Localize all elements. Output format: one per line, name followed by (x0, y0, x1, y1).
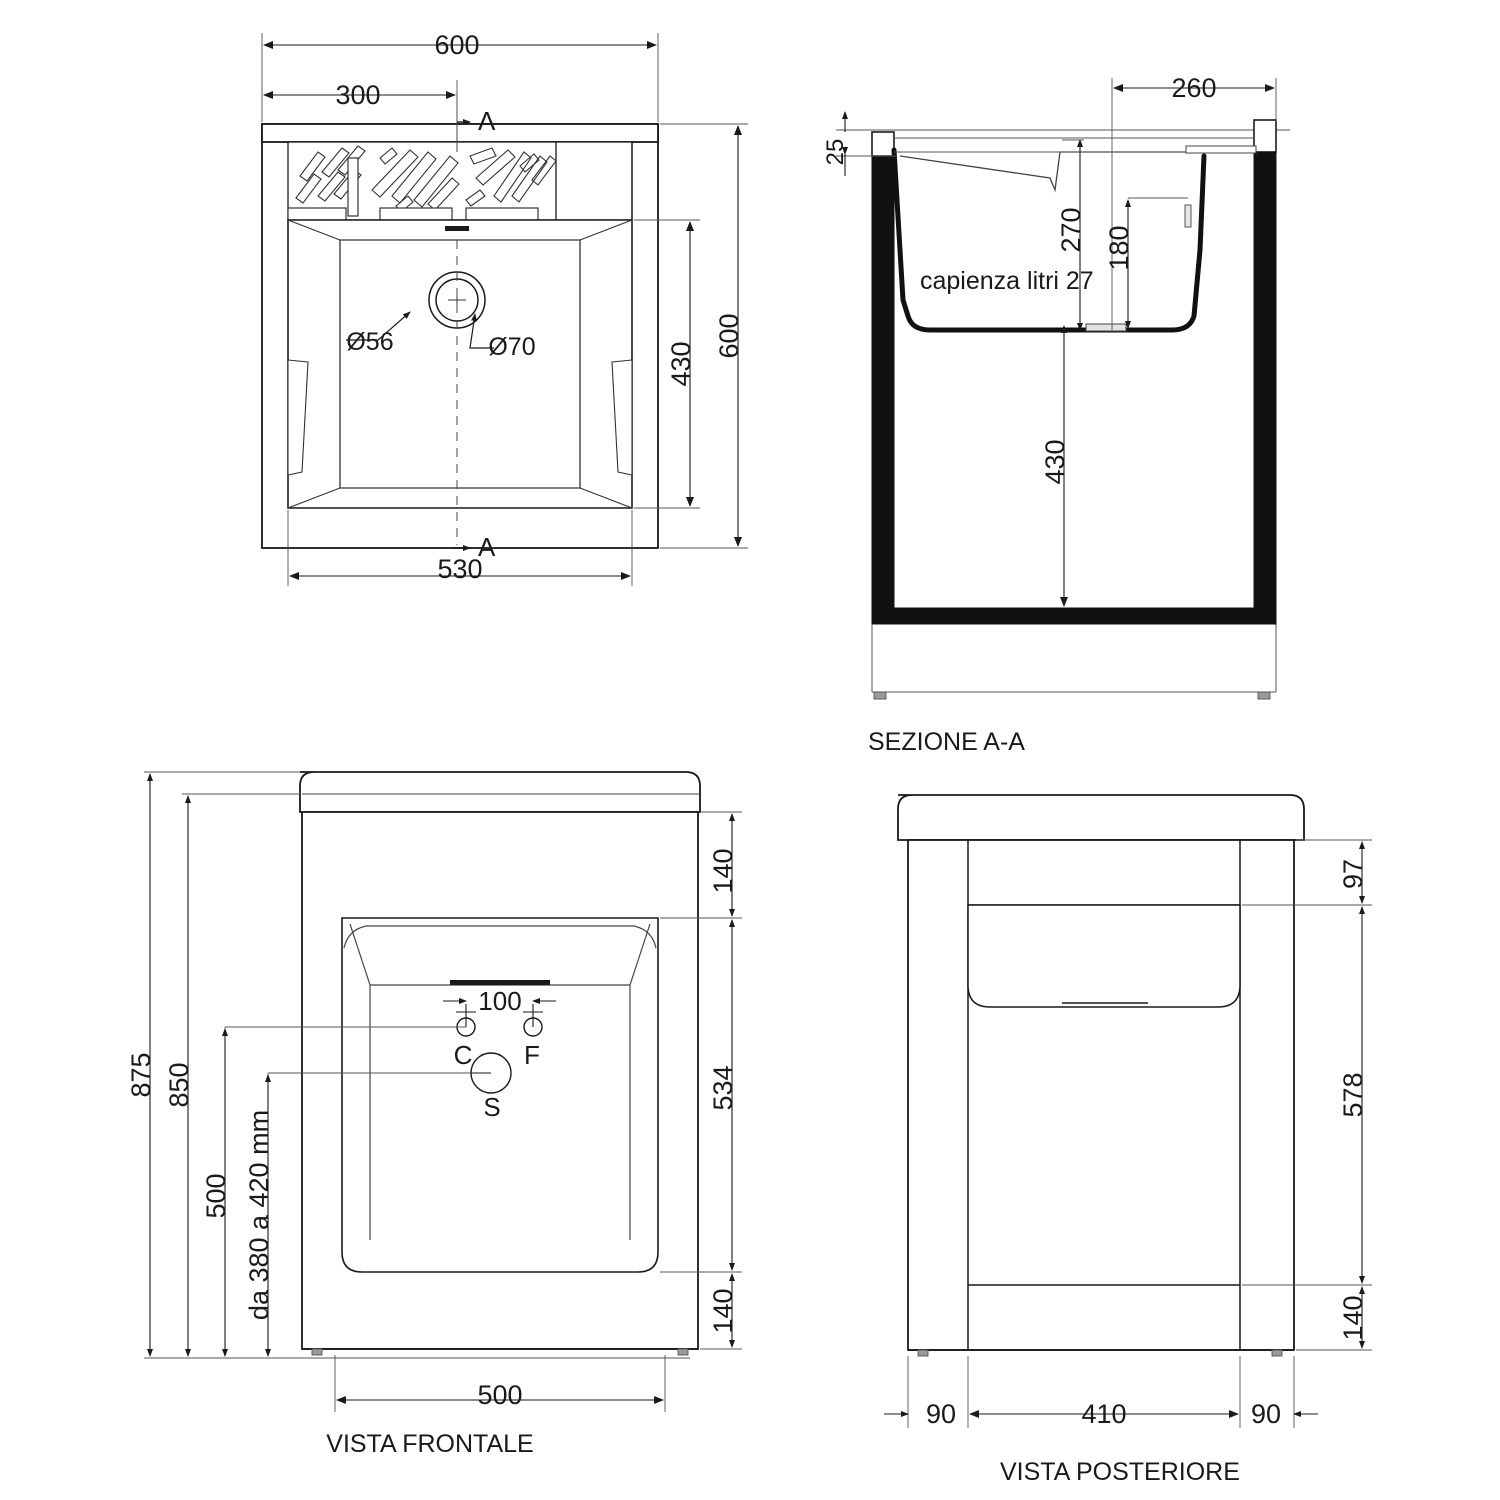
right-soap-recess (611, 359, 633, 476)
rear-left-foot (917, 1349, 929, 1357)
top-rim-band (261, 123, 659, 143)
section-left-leg (871, 155, 895, 609)
view-top (261, 33, 748, 586)
front-right-foot (677, 1348, 689, 1356)
basin-bevels (287, 219, 633, 509)
view-rear (884, 794, 1372, 1428)
dim-label-25: 25 (822, 139, 849, 166)
front-rim-shadow (450, 980, 550, 985)
dim-label-850: 850 (164, 1062, 194, 1107)
rear-basin-panel (967, 904, 1241, 1008)
left-soap-recess (287, 359, 309, 476)
dim-label-180: 180 (1104, 225, 1134, 270)
section-mark-a-top: A (478, 106, 496, 136)
dim-label-90-left: 90 (926, 1399, 956, 1429)
section-right-foot (1257, 691, 1271, 700)
dim-label-140-top: 140 (708, 848, 738, 893)
section-right-leg (1253, 151, 1277, 609)
marker-hot: F (524, 1040, 540, 1070)
leader-d56 (346, 311, 411, 341)
section-right-rim (1253, 119, 1277, 153)
dim-label-600-width: 600 (434, 30, 479, 60)
dim-label-500-width: 500 (477, 1380, 522, 1410)
dim-label-100: 100 (478, 986, 521, 1016)
dim-label-430-basin: 430 (666, 341, 696, 386)
rear-top-cap (897, 794, 1305, 841)
dim-label-875: 875 (126, 1052, 156, 1097)
front-top-cap (299, 771, 701, 813)
rear-right-foot (1271, 1349, 1283, 1357)
leader-d70 (469, 313, 494, 349)
section-overflow-slot (1184, 204, 1192, 228)
dim-label-600-depth: 600 (714, 313, 744, 358)
section-rear-ledge (1185, 145, 1257, 154)
dim-label-260: 260 (1171, 73, 1216, 103)
overflow-notch (445, 226, 469, 231)
dim-label-578: 578 (1338, 1072, 1368, 1117)
dim-label-530: 530 (437, 554, 482, 584)
dim-label-adjustable: da 380 a 420 mm (244, 1110, 274, 1320)
dim-label-500-height: 500 (201, 1173, 231, 1218)
annotation-capacity: capienza litri 27 (920, 267, 1094, 295)
dim-label-90-right: 90 (1251, 1399, 1281, 1429)
dim-label-270: 270 (1056, 207, 1086, 252)
marker-drain: S (483, 1092, 500, 1122)
front-left-foot (311, 1348, 323, 1356)
marker-cold: C (454, 1040, 473, 1070)
section-drain-plate (1085, 323, 1127, 332)
caption-vista-posteriore: VISTA POSTERIORE (1000, 1458, 1240, 1486)
callout-d56: Ø56 (346, 328, 393, 356)
front-basin-panel (341, 917, 659, 1273)
dim-label-140-rear: 140 (1338, 1295, 1368, 1340)
dim-label-430-leg: 430 (1040, 439, 1070, 484)
section-bottom-crossbar (871, 607, 1277, 625)
section-basin-profile (891, 147, 1207, 333)
section-washboard-slope (899, 151, 1198, 193)
callout-d70: Ø70 (488, 333, 535, 361)
section-mark-a-bottom: A (478, 532, 496, 562)
view-front (144, 771, 742, 1412)
section-left-rim (871, 131, 895, 157)
dim-label-534: 534 (708, 1065, 738, 1110)
view-section-aa (836, 78, 1290, 700)
caption-sezione-aa: SEZIONE A-A (868, 728, 1025, 756)
dim-label-140-bottom: 140 (708, 1288, 738, 1333)
washboard-ribs (295, 145, 557, 213)
dim-label-97: 97 (1338, 859, 1368, 889)
dim-label-300: 300 (335, 80, 380, 110)
dim-label-410: 410 (1081, 1399, 1126, 1429)
section-left-foot (873, 691, 887, 700)
caption-vista-frontale: VISTA FRONTALE (326, 1430, 533, 1458)
